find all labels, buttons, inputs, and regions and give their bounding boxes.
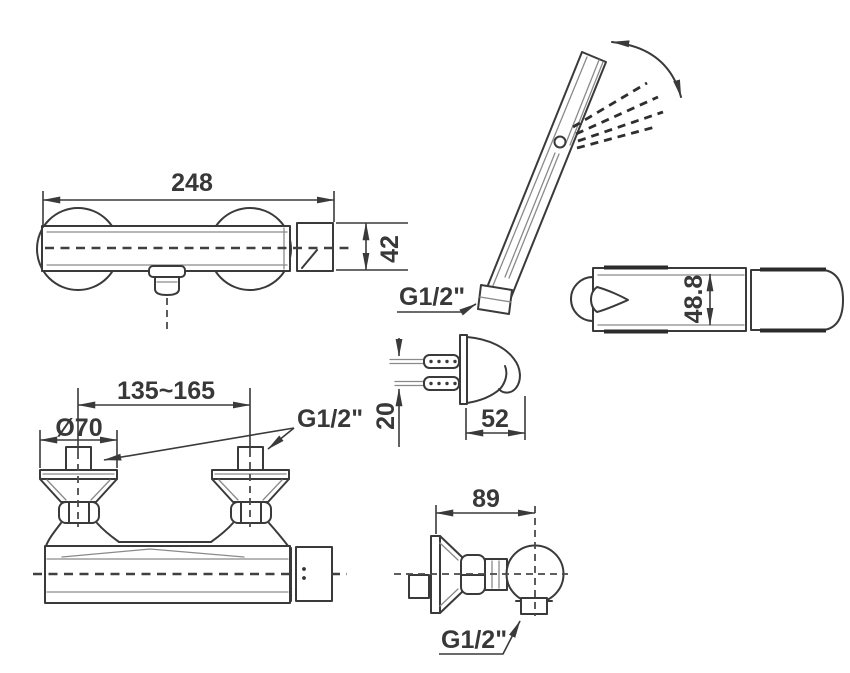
spray-dash-line [575,95,659,136]
dim-label-20: 20 [372,402,400,430]
spray-dash-line [576,125,656,150]
dim-label-89: 89 [472,485,500,513]
outlet-side-view: 89 G1/2" [394,485,568,655]
dim-label-dia-70: Ø70 [55,414,102,442]
bracket-hook-outline [466,365,508,404]
thread-dot [429,381,433,386]
mixer-top-view: 248 42 [36,169,408,332]
wall-supply-stub [408,574,430,599]
spray-face-line [565,59,600,144]
thread-label-g12: G1/2" [399,283,465,311]
dimension-248: 248 [42,169,335,228]
cone-inner-line [439,542,459,561]
mounting-screw-bottom [394,376,460,391]
cone-inner-line [218,479,239,501]
cone-inner-line [262,479,283,501]
thread-dot [445,381,449,386]
mixer-front-view: 135~165 Ø70 G1/2" [33,377,363,604]
knob-dot [302,576,306,580]
mounting-screw-top [389,354,460,369]
dimension-20: 20 [372,338,403,447]
mount-stem-line [45,522,62,547]
wall-bracket-view: 20 52 [372,334,526,447]
outlet-chamfer-line [301,249,318,269]
dimension-135-165: 135~165 [77,377,251,409]
thread-dot [437,359,441,364]
mount-stem-line [96,522,120,543]
right-mounting-nut [230,501,272,524]
thread-callout-outlet: G1/2" [439,620,521,655]
left-mounting-nut [58,501,100,524]
leader-line [103,427,295,461]
thread-dot [445,359,449,364]
thread-label-g12-front: G1/2" [297,405,363,433]
dim-label-248: 248 [171,169,213,197]
dim-label-52: 52 [481,405,509,433]
spray-nozzle-teardrop [590,286,629,313]
temperature-knob [295,546,333,602]
wand-slot-line [508,153,560,279]
thread-dot [453,381,457,386]
body-accent-line [61,548,245,558]
dim-label-48-8: 48.8 [680,275,708,324]
mount-stem-line [210,522,234,543]
spray-face-bumper [570,276,594,322]
spray-face-line [569,61,604,146]
dimension-89: 89 [435,485,536,534]
thread-callout-inlets: G1/2" [103,405,363,461]
knob-dot [302,567,306,571]
wand-edge-line [491,56,588,289]
rotation-arrow-icon [611,40,682,98]
leader-line [439,620,521,655]
bracket-wall-flange [459,334,468,405]
spray-dash-line [577,110,664,143]
bracket-cone-outline [466,336,521,394]
hand-shower-side-view: 48.8 [570,265,844,334]
mount-stem-line [268,522,289,547]
thread-label-g12-outlet: G1/2" [441,626,507,654]
dim-label-42: 42 [376,235,404,263]
pivot-joint [553,135,567,149]
handle-flange [148,265,186,278]
cone-inner-line [439,588,459,607]
leader-line [397,303,477,316]
dimension-48-8: 48.8 [680,273,714,326]
thread-dot [453,359,457,364]
outlet-spout-stub [520,597,548,615]
shower-handle [750,269,844,331]
hand-shower-angled-view: G1/2" [397,40,682,316]
dimension-diameter-70: Ø70 [39,414,118,468]
thread-dot [429,359,433,364]
thread-callout-hand-shower: G1/2" [397,283,477,316]
connector-seam-line [479,296,512,303]
leader-line [267,427,295,450]
cone-inner-line [90,479,111,501]
handle-stem [154,276,180,296]
wand-slot-line [504,152,556,278]
cone-inner-line [46,479,67,501]
dimension-42: 42 [336,222,408,271]
dim-label-135-165: 135~165 [117,377,215,405]
dimension-52: 52 [465,396,526,440]
thread-dot [437,381,441,386]
